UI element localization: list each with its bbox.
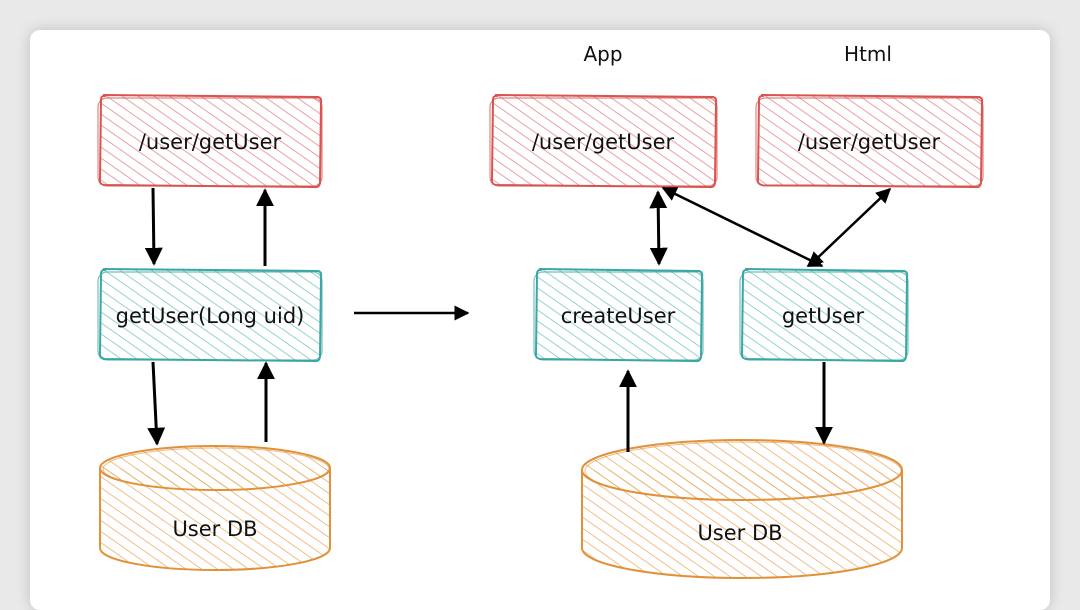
arrow-app-api-create-user: [649, 190, 668, 266]
get-user-box: getUser: [739, 268, 909, 363]
app-api-label: /user/getUser: [532, 130, 675, 154]
create-user-box: createUser: [533, 268, 704, 363]
html-title: Html: [844, 42, 892, 66]
arrow-html-api-get-user: [807, 187, 892, 268]
after-db-cylinder: User DB: [581, 439, 903, 579]
before-service-box: getUser(Long uid): [97, 268, 323, 363]
get-user-label: getUser: [782, 304, 865, 328]
after-db-label: User DB: [697, 521, 782, 545]
app-title: App: [583, 42, 622, 66]
html-api-label: /user/getUser: [798, 130, 941, 154]
arrow-app-api-get-user: [661, 186, 824, 268]
before-api-box: /user/getUser: [97, 94, 323, 189]
app-api-box: /user/getUser: [489, 94, 718, 189]
before-arrow-service-to-db: [147, 361, 166, 446]
create-user-label: createUser: [561, 304, 676, 328]
html-api-box: /user/getUser: [755, 94, 984, 189]
before-db-label: User DB: [172, 517, 257, 541]
architecture-diagram: /user/getUser getUser(Long uid) User DB …: [97, 42, 984, 579]
before-api-label: /user/getUser: [139, 130, 282, 154]
before-arrow-api-to-service: [144, 187, 163, 266]
before-db-cylinder: User DB: [99, 445, 331, 571]
before-service-label: getUser(Long uid): [116, 304, 305, 328]
